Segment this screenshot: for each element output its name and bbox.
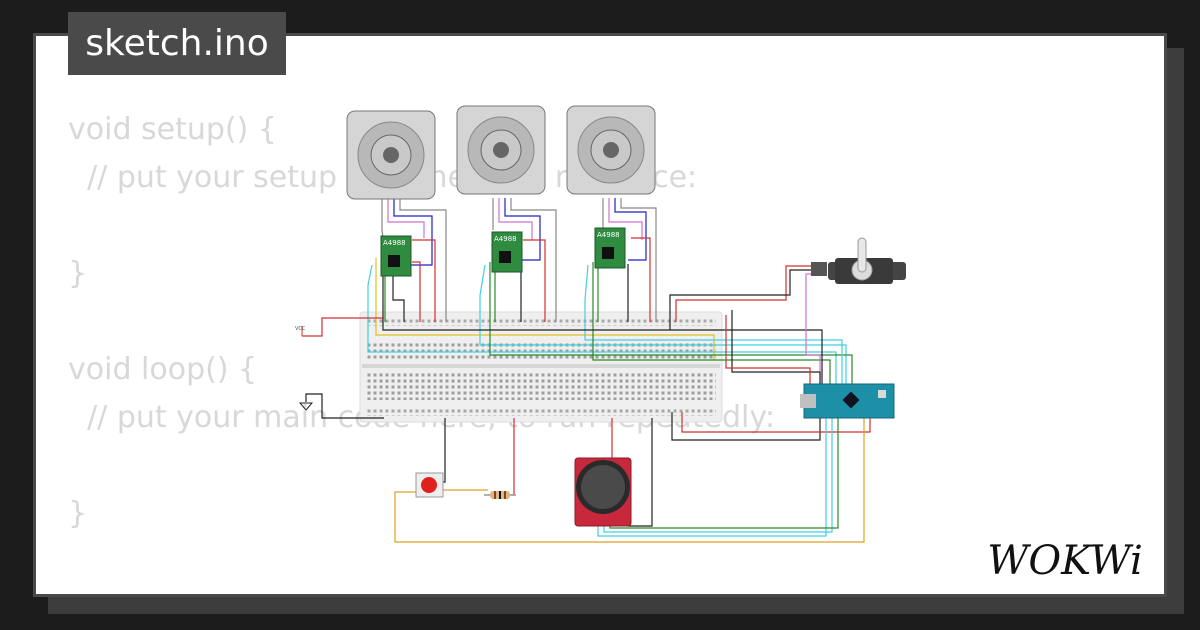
- code-line: void loop() {: [68, 352, 258, 387]
- stepper-motor[interactable]: [566, 105, 656, 195]
- code-line: }: [68, 256, 88, 291]
- vcc-label: VCC: [295, 326, 306, 332]
- vcc-symbol: VCC: [295, 326, 306, 336]
- push-button[interactable]: [415, 472, 444, 498]
- breadboard[interactable]: [359, 311, 723, 423]
- ground-symbol: [298, 402, 314, 411]
- preview-card: void setup() { // put your setup code he…: [33, 33, 1167, 597]
- servo-motor[interactable]: [811, 237, 906, 284]
- driver-label: A4988: [597, 231, 620, 239]
- resistor[interactable]: [484, 491, 516, 499]
- sketch-filename-tab[interactable]: sketch.ino: [68, 12, 286, 75]
- stepper-driver[interactable]: A4988: [491, 231, 523, 273]
- svg-text:WOKWi: WOKWi: [987, 538, 1143, 582]
- wires: [302, 198, 871, 543]
- circuit-diagram: A4988 A4988 A4988: [295, 105, 906, 543]
- code-line: void setup() {: [68, 112, 277, 147]
- arduino-nano[interactable]: [800, 383, 895, 419]
- driver-label: A4988: [383, 239, 406, 247]
- joystick[interactable]: [574, 457, 632, 527]
- driver-label: A4988: [494, 235, 517, 243]
- stepper-motor[interactable]: [346, 110, 436, 200]
- stepper-driver[interactable]: A4988: [380, 235, 412, 277]
- code-line: }: [68, 496, 88, 531]
- stepper-driver[interactable]: A4988: [594, 227, 626, 269]
- wokwi-logo: WOKWi: [987, 538, 1143, 582]
- stepper-motor[interactable]: [456, 105, 546, 195]
